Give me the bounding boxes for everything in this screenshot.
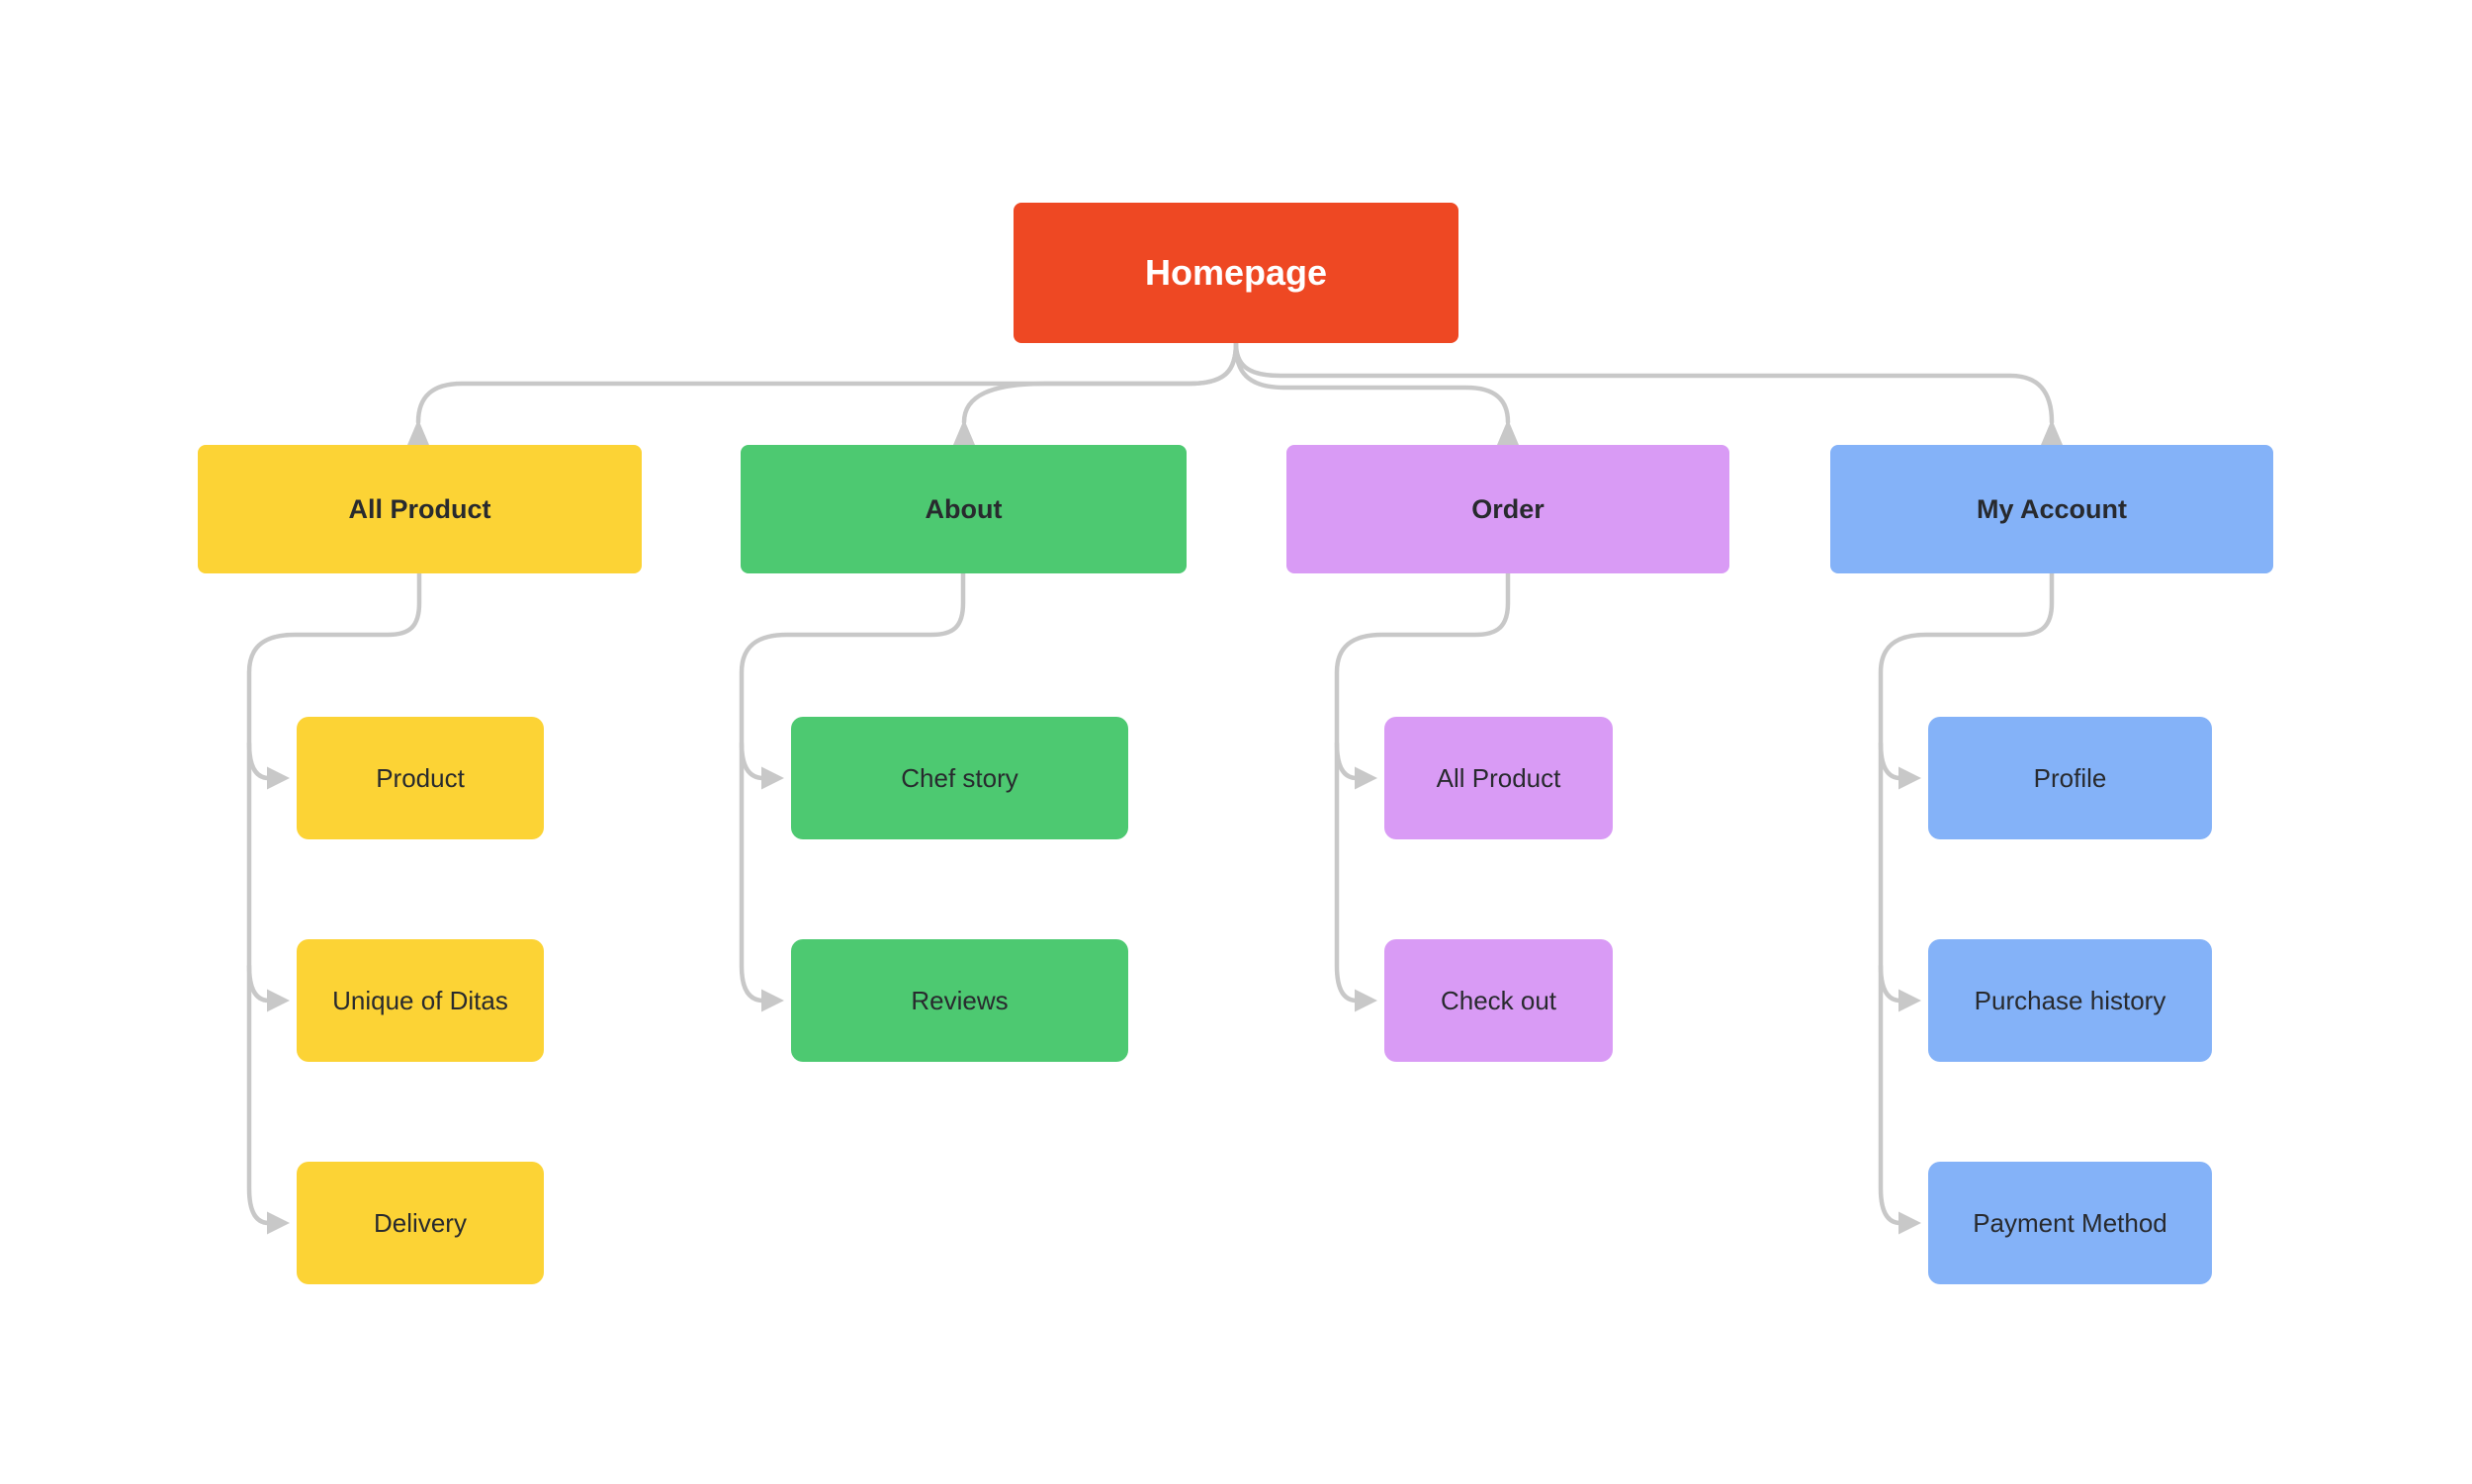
node-child-label: Payment Method	[1973, 1207, 2167, 1238]
node-child-order-all-product[interactable]: All Product	[1384, 717, 1613, 839]
node-category-order[interactable]: Order	[1286, 445, 1729, 573]
arrowhead-about	[953, 419, 975, 445]
node-category-label: All Product	[348, 493, 491, 524]
arrowhead-chef-story	[761, 766, 784, 790]
connector-homepage-my-account	[1233, 340, 2063, 445]
arrowhead-all-product	[407, 419, 429, 445]
node-child-label: Unique of Ditas	[332, 985, 508, 1015]
connector-homepage-order	[1233, 343, 1519, 445]
arrowhead-my-account	[2041, 419, 2063, 445]
connector-homepage-about	[953, 340, 1239, 445]
node-homepage[interactable]: Homepage	[1014, 203, 1458, 343]
arrowhead-payment-method	[1898, 1211, 1921, 1235]
arrowhead-delivery	[267, 1211, 290, 1235]
arrowhead-unique-of-ditas	[267, 989, 290, 1012]
node-child-unique-of-ditas[interactable]: Unique of Ditas	[297, 939, 544, 1062]
node-child-reviews[interactable]: Reviews	[791, 939, 1128, 1062]
node-child-check-out[interactable]: Check out	[1384, 939, 1613, 1062]
connector-my-account-children	[1878, 570, 2055, 1235]
node-child-label: All Product	[1436, 762, 1561, 793]
connector-all-product-children	[246, 570, 422, 1235]
connector-order-children	[1334, 570, 1511, 1012]
arrowhead-product	[267, 766, 290, 790]
arrowhead-check-out	[1355, 989, 1377, 1012]
node-child-profile[interactable]: Profile	[1928, 717, 2212, 839]
node-category-label: Order	[1471, 493, 1545, 524]
node-child-delivery[interactable]: Delivery	[297, 1162, 544, 1284]
node-category-label: My Account	[1976, 493, 2127, 524]
connector-about-children	[739, 570, 966, 1012]
node-child-payment-method[interactable]: Payment Method	[1928, 1162, 2212, 1284]
node-child-label: Reviews	[911, 985, 1009, 1015]
node-child-chef-story[interactable]: Chef story	[791, 717, 1128, 839]
node-homepage-label: Homepage	[1144, 252, 1328, 293]
node-child-label: Purchase history	[1974, 985, 2166, 1015]
arrowhead-order	[1497, 419, 1519, 445]
node-child-label: Product	[376, 762, 465, 793]
node-category-my-account[interactable]: My Account	[1830, 445, 2273, 573]
node-category-about[interactable]: About	[741, 445, 1187, 573]
arrowhead-order-all-product	[1355, 766, 1377, 790]
node-child-label: Profile	[2033, 762, 2107, 793]
node-child-label: Check out	[1440, 985, 1557, 1015]
arrowhead-purchase-history	[1898, 989, 1921, 1012]
node-category-label: About	[925, 493, 1003, 524]
node-child-label: Delivery	[374, 1207, 467, 1238]
connector-homepage-all-product	[407, 340, 1239, 445]
node-child-label: Chef story	[901, 762, 1018, 793]
arrowhead-reviews	[761, 989, 784, 1012]
arrowhead-profile	[1898, 766, 1921, 790]
node-category-all-product[interactable]: All Product	[198, 445, 642, 573]
node-child-product[interactable]: Product	[297, 717, 544, 839]
node-child-purchase-history[interactable]: Purchase history	[1928, 939, 2212, 1062]
